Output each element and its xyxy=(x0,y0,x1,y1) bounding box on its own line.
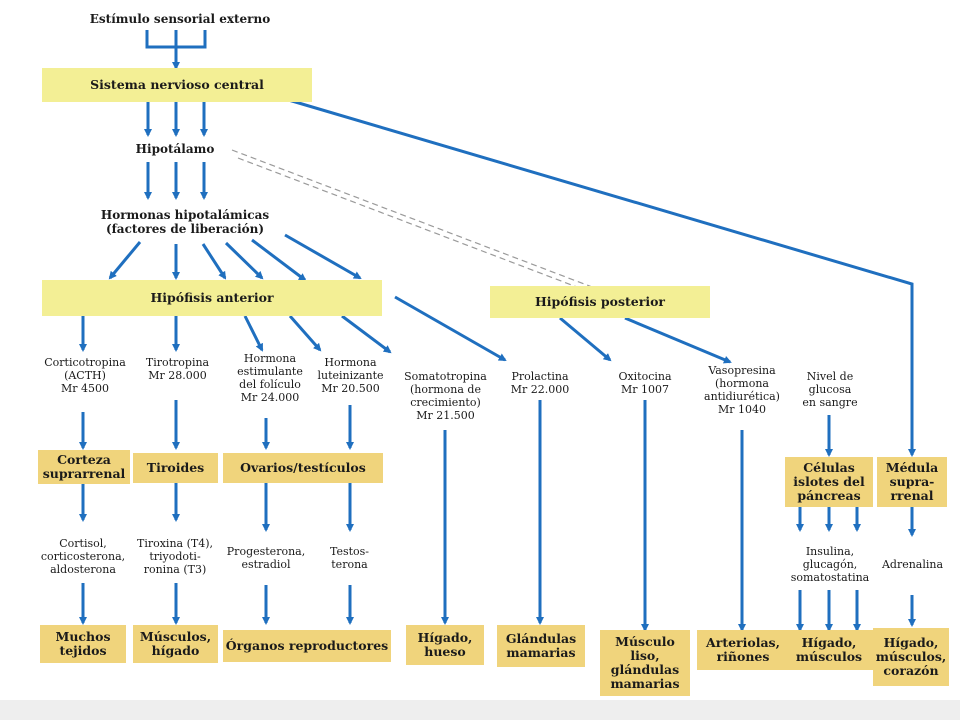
hipofisis-posterior-box: Hipófisis posterior xyxy=(490,286,710,318)
hipofisis-anterior-box: Hipófisis anterior xyxy=(42,280,382,316)
gland-celulas: Células islotes del páncreas xyxy=(785,457,873,507)
hormone-fsh: Hormona estimulante del folículo Mr 24.0… xyxy=(237,352,303,404)
target-musculos-higado: Músculos, hígado xyxy=(133,625,218,663)
gland-ovarios: Ovarios/testículos xyxy=(223,453,383,483)
target-organos: Órganos reproductores xyxy=(223,630,391,662)
secreted-adrenalina: Adrenalina xyxy=(881,558,944,571)
hipotalamo-label: Hipotálamo xyxy=(135,142,215,156)
bottom-band xyxy=(0,700,960,720)
snc-box: Sistema nervioso central xyxy=(42,68,312,102)
target-higado-hueso: Hígado, hueso xyxy=(406,625,484,665)
stimulus-title: Estímulo sensorial externo xyxy=(89,12,271,26)
hormone-gh: Somatotropina (hormona de crecimiento) M… xyxy=(404,370,487,422)
target-higado-musculos: Hígado, músculos xyxy=(785,630,873,670)
hormone-prl: Prolactina Mr 22.000 xyxy=(510,370,570,396)
gland-corteza: Corteza suprarrenal xyxy=(38,450,130,484)
gland-tiroides: Tiroides xyxy=(133,453,218,483)
hormone-acth: Corticotropina (ACTH) Mr 4500 xyxy=(44,356,126,395)
snc-medula-line xyxy=(274,94,916,457)
target-higado-corazon: Hígado, músculos, corazón xyxy=(873,628,949,686)
target-muchos-tejidos: Muchos tejidos xyxy=(40,625,126,663)
target-musculo-liso: Músculo liso, glándulas mamarias xyxy=(600,630,690,696)
hormonas-hipotalamicas: Hormonas hipotalámicas (factores de libe… xyxy=(100,208,270,236)
hormone-tsh: Tirotropina Mr 28.000 xyxy=(145,356,210,382)
gland-medula: Médula supra- rrenal xyxy=(877,457,947,507)
target-arteriolas: Arteriolas, riñones xyxy=(697,630,789,670)
secreted-progesterona: Progesterona, estradiol xyxy=(226,545,306,571)
secreted-testosterona: Testos- terona xyxy=(329,545,370,571)
hormone-vaso: Vasopresina (hormona antidiurética) Mr 1… xyxy=(704,364,780,416)
glucosa-level: Nivel de glucosa en sangre xyxy=(802,370,858,409)
hormone-oxy: Oxitocina Mr 1007 xyxy=(618,370,672,396)
secreted-tiroxina: Tiroxina (T4), triyodoti- ronina (T3) xyxy=(136,537,213,576)
secreted-insulina: Insulina, glucagón, somatostatina xyxy=(790,545,870,584)
secreted-cortisol: Cortisol, corticosterona, aldosterona xyxy=(40,537,126,576)
hormone-lh: Hormona luteinizante Mr 20.500 xyxy=(317,356,384,395)
target-glandulas-mamarias: Glándulas mamarias xyxy=(497,625,585,667)
